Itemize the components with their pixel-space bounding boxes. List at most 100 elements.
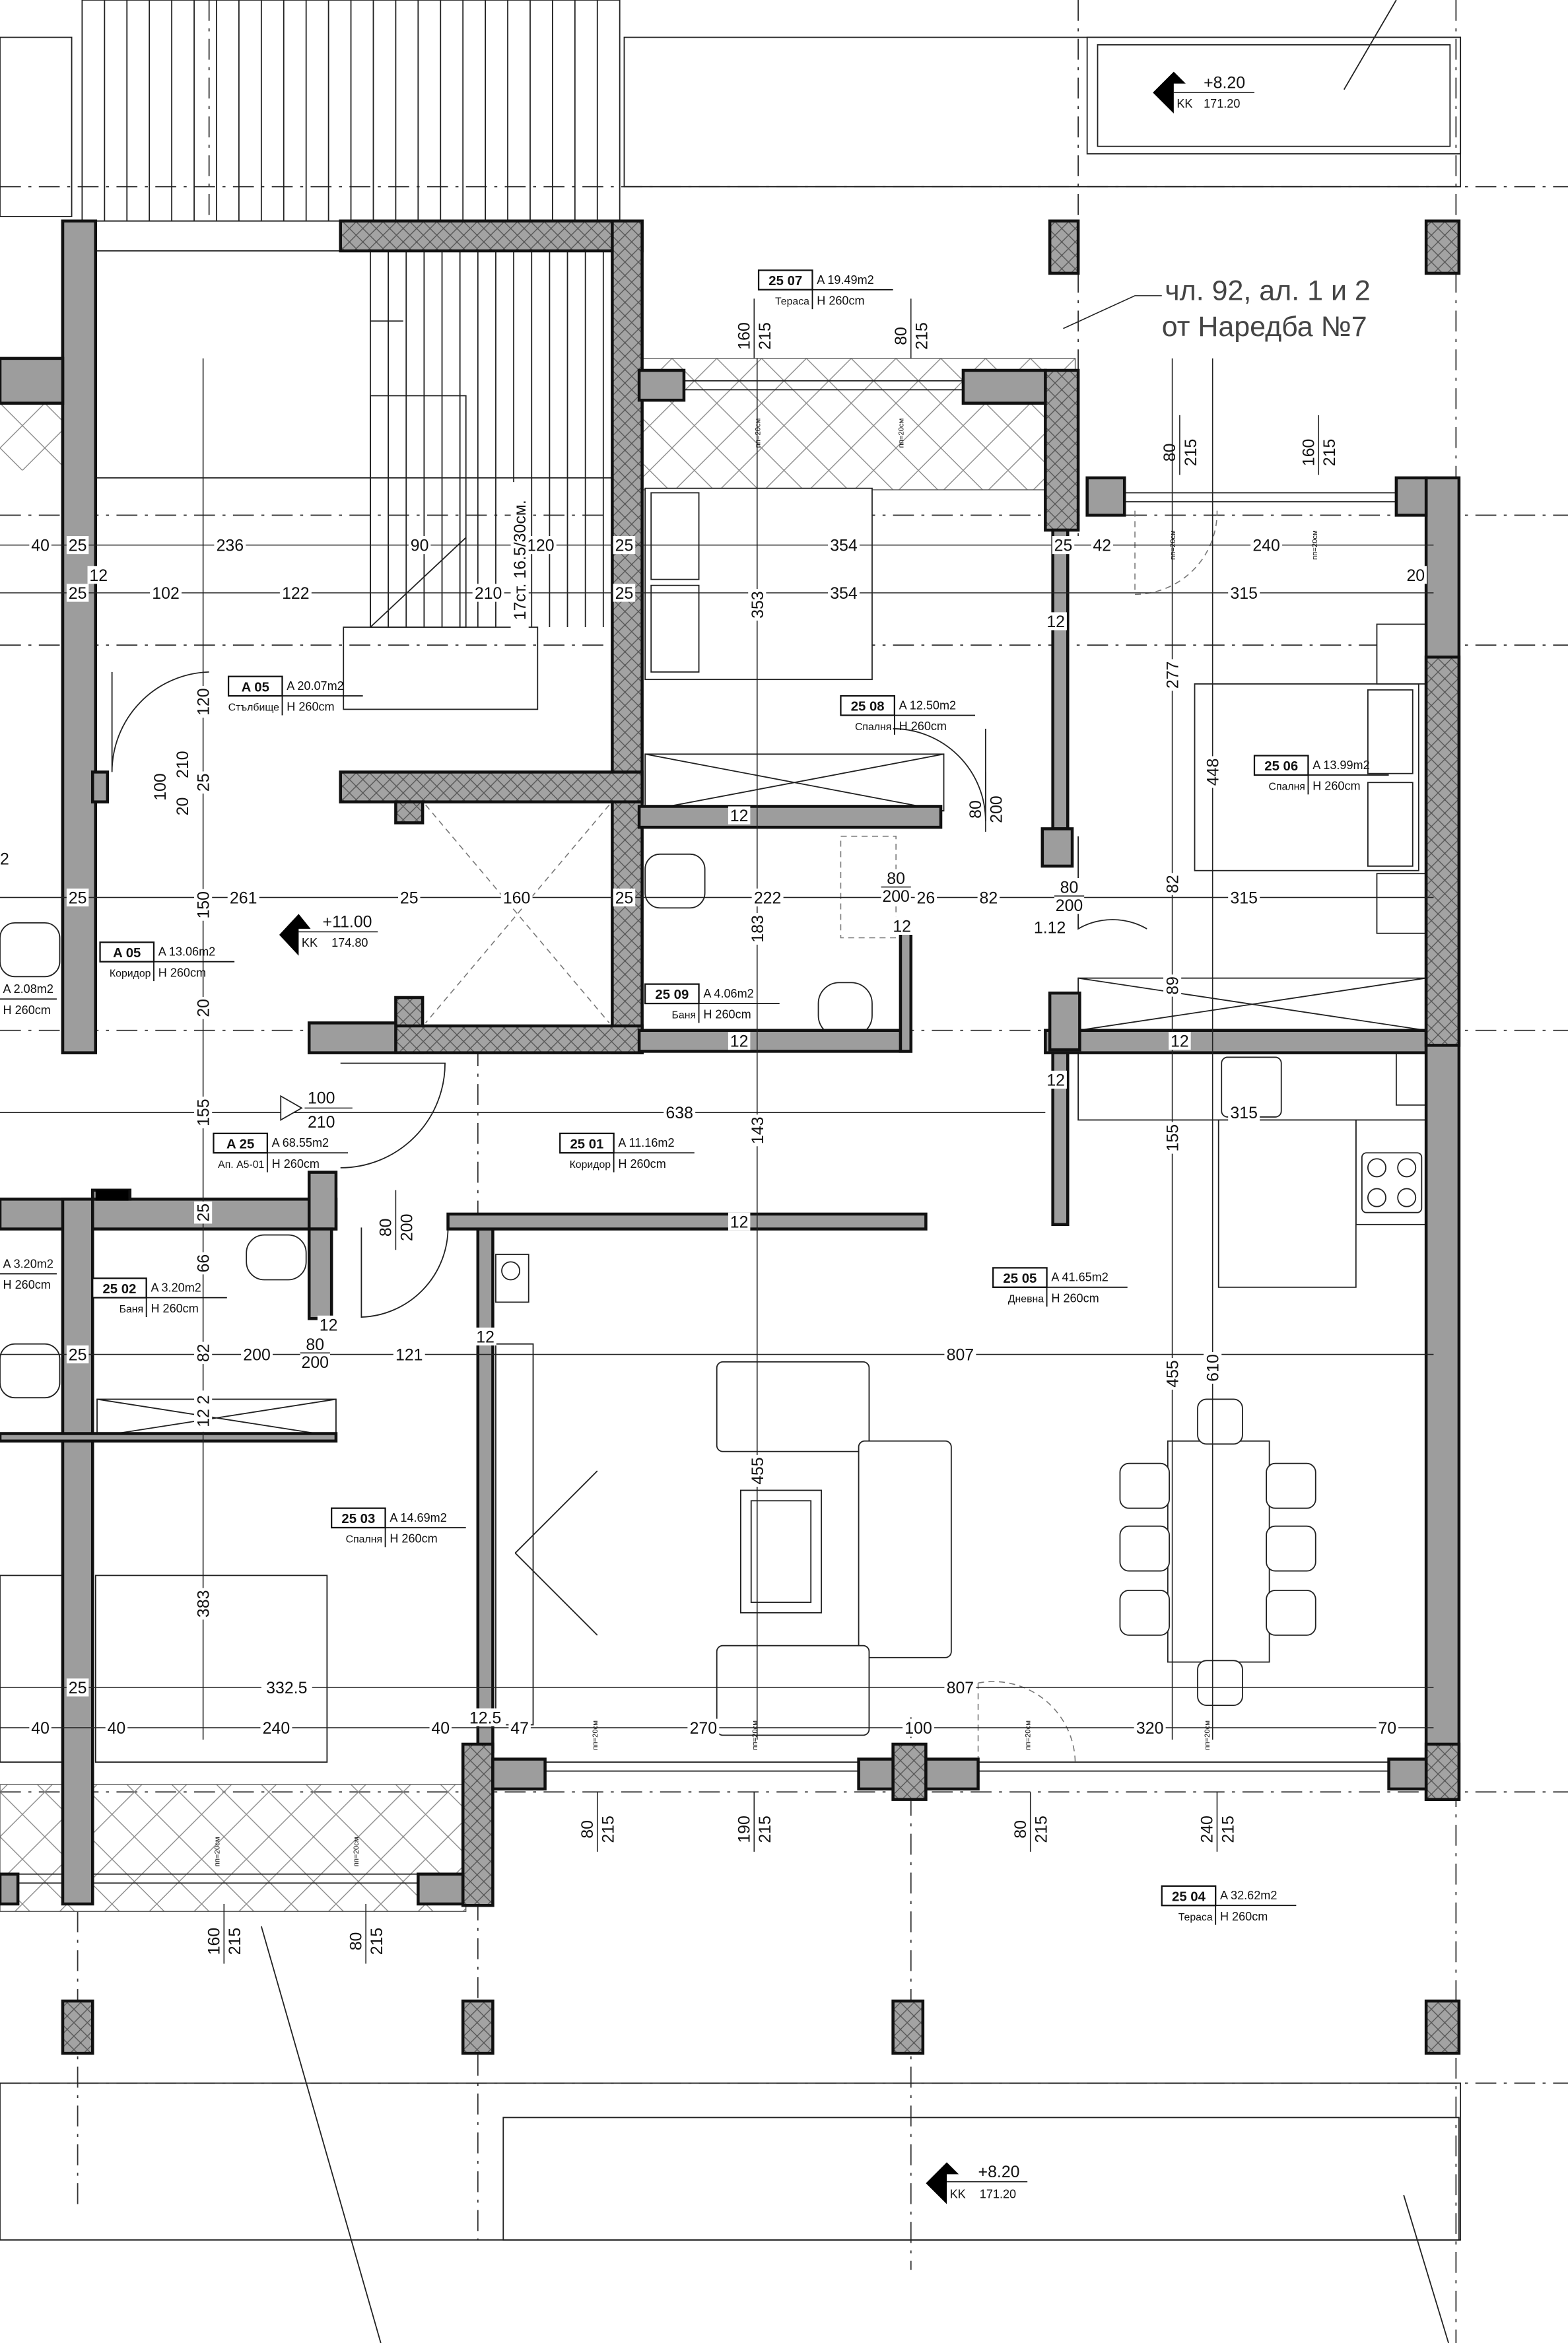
sill-height-note: пп=20см bbox=[754, 419, 762, 448]
dimension-label-bg bbox=[260, 1718, 292, 1737]
room-area: A 13.06m2 bbox=[158, 945, 215, 959]
dining-chair bbox=[1119, 1525, 1170, 1572]
dimension-label-bg bbox=[194, 686, 213, 718]
dimension-label: 12 bbox=[320, 1316, 338, 1334]
wall bbox=[899, 924, 913, 1053]
structural-wall bbox=[891, 1742, 928, 1801]
dimension-label-bg bbox=[1163, 659, 1182, 691]
elevation-level: +11.00 bbox=[323, 913, 372, 932]
sill-height-note: пп=20см bbox=[1169, 530, 1177, 560]
elevation-arrow-icon bbox=[279, 914, 311, 956]
room-code-box bbox=[213, 1132, 269, 1154]
dimension-label: 12 bbox=[1046, 1071, 1065, 1089]
opening-width: 80 bbox=[1161, 444, 1179, 462]
dimension-label-vertical: 25 bbox=[195, 773, 213, 792]
dimension-label-bg bbox=[687, 1718, 720, 1737]
dimension-label-vertical: 383 bbox=[195, 1590, 213, 1618]
dimension-label-bg bbox=[194, 1252, 213, 1275]
washbasin bbox=[246, 1234, 307, 1281]
leader-line bbox=[260, 1926, 382, 2343]
sofa-section bbox=[716, 1645, 870, 1736]
dimension-label: 120 bbox=[527, 537, 555, 555]
structural-wall bbox=[1424, 219, 1461, 275]
dimension-label-vertical: 150 bbox=[195, 891, 213, 919]
structural-wall bbox=[1044, 368, 1080, 532]
room-area: A 19.49m2 bbox=[817, 273, 873, 287]
dimension-label: 12 bbox=[730, 807, 749, 825]
dimension-label-bg bbox=[464, 1708, 506, 1726]
room-code-box bbox=[92, 1277, 147, 1299]
dimension-label-bg bbox=[1029, 918, 1071, 937]
coffee-table-top bbox=[750, 1500, 812, 1603]
dimension-label-bg bbox=[194, 1390, 213, 1432]
dimension-label-vertical: 155 bbox=[1164, 1124, 1182, 1152]
dimension-label-bg bbox=[194, 1588, 213, 1620]
room-area: A 2.08m2 bbox=[3, 982, 53, 996]
planter-outline bbox=[1086, 36, 1462, 154]
dimension-label-bg bbox=[1163, 974, 1182, 997]
dimension-label-bg bbox=[1134, 1718, 1166, 1737]
dimension-label-bg bbox=[944, 1345, 976, 1364]
room-area: A 20.07m2 bbox=[287, 679, 343, 693]
dimension-label-bg bbox=[1044, 1070, 1067, 1089]
dimension-label-vertical: 100 bbox=[151, 773, 170, 801]
dimension-label: 270 bbox=[690, 1719, 718, 1738]
dimension-label-bg bbox=[613, 584, 636, 602]
door-swing bbox=[340, 1062, 446, 1169]
dimension-label-bg bbox=[105, 1718, 128, 1737]
wall bbox=[0, 1872, 20, 1906]
dimension-label: 25 bbox=[69, 537, 87, 555]
dimension-label-bg bbox=[66, 1678, 89, 1697]
dimension-label-bg bbox=[914, 888, 937, 907]
toilet bbox=[0, 1343, 61, 1399]
walls bbox=[0, 219, 1461, 2055]
room-code: 25 02 bbox=[102, 1282, 136, 1297]
room-code: A 05 bbox=[113, 946, 141, 961]
dimension-label-vertical: 183 bbox=[749, 915, 767, 943]
burner bbox=[1397, 1158, 1417, 1178]
dimension-label-bg bbox=[748, 589, 767, 621]
room-height: H 260cm bbox=[272, 1157, 320, 1171]
room-area: A 68.55m2 bbox=[272, 1136, 329, 1149]
dimension-label-bg bbox=[524, 536, 557, 555]
dimension-label-vertical: 20 bbox=[174, 798, 192, 816]
dimension-label: 40 bbox=[431, 1719, 450, 1738]
opening-width: 80 bbox=[306, 1336, 324, 1354]
dimension-label-vertical: 455 bbox=[749, 1457, 767, 1485]
dimension-label-vertical: 455 bbox=[1164, 1360, 1182, 1388]
dimension-label-bg bbox=[1250, 536, 1283, 555]
dimension-label-bg bbox=[214, 536, 246, 555]
structural-wall bbox=[611, 219, 644, 1054]
dimension-label: 315 bbox=[1230, 1104, 1258, 1122]
wall bbox=[307, 1227, 333, 1320]
note-line-2: от Наредба №7 bbox=[1162, 311, 1367, 343]
room-name: Баня bbox=[119, 1304, 144, 1315]
dimension-label-bg bbox=[317, 1315, 340, 1334]
structural-wall bbox=[461, 1999, 494, 2055]
wall bbox=[61, 219, 98, 1054]
room-code-box bbox=[99, 941, 155, 963]
wall bbox=[1051, 528, 1070, 831]
opening-width: 160 bbox=[1299, 439, 1318, 467]
sliding-door-track bbox=[495, 1343, 534, 1726]
opening-height: 215 bbox=[1320, 439, 1339, 467]
room-name: Спалня bbox=[346, 1534, 382, 1545]
dimension-label-bg bbox=[472, 584, 504, 602]
dining-chair bbox=[1119, 1590, 1170, 1636]
dimension-label: 25 bbox=[69, 889, 87, 907]
structural-wall bbox=[61, 1999, 94, 2055]
nightstand bbox=[1376, 623, 1431, 685]
room-area: A 32.62m2 bbox=[1220, 1889, 1277, 1902]
room-name: Дневна bbox=[1008, 1293, 1044, 1305]
dimension-label: 20 bbox=[1406, 566, 1425, 585]
room-area: A 13.99m2 bbox=[1312, 759, 1369, 772]
